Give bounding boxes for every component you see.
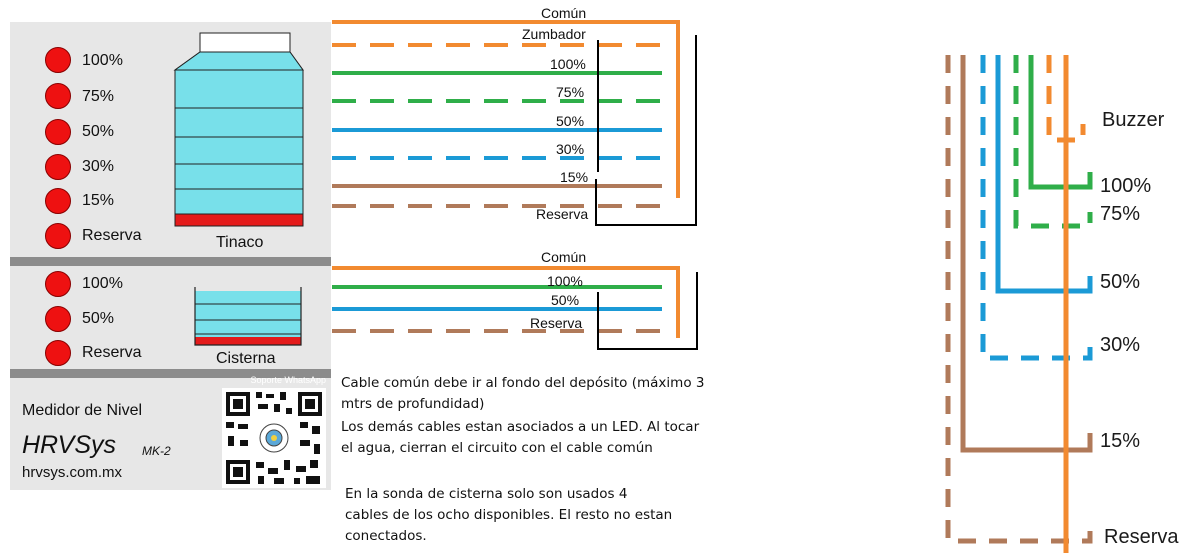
tinaco-level-label: 30% (82, 158, 115, 175)
probe-label: 100% (1100, 175, 1151, 197)
wire-label: Reserva (530, 315, 582, 331)
brand-name: HRVSys (22, 431, 117, 459)
led-indicator (45, 271, 71, 297)
cisterna-label: Cisterna (216, 350, 276, 367)
probe-wire-50 (995, 55, 1093, 294)
led-indicator (45, 306, 71, 332)
tinaco-level-label: 75% (82, 88, 115, 105)
note-common-cable: Cable común debe ir al fondo del depósit… (341, 375, 705, 412)
cisterna-level-label: 100% (82, 275, 123, 292)
tinaco-level-label: Reserva (82, 227, 142, 244)
panel-separator (10, 369, 331, 378)
wire-label: Común (541, 249, 586, 265)
website-label: hrvsys.com.mx (22, 464, 123, 481)
led-indicator (45, 47, 71, 73)
probe-wire-30 (980, 55, 1093, 361)
wire-label: 30% (556, 141, 584, 157)
probe-label: Reserva (1104, 526, 1179, 548)
cisterna-level-label: 50% (82, 310, 115, 327)
probe-wire-75 (1013, 55, 1093, 229)
panel-separator (10, 257, 331, 266)
led-indicator (45, 83, 71, 109)
probe-wire-reserva (945, 55, 1093, 544)
tinaco-level-label: 15% (82, 192, 115, 209)
common-wire (332, 20, 680, 198)
wire-label: Reserva (536, 206, 588, 222)
support-label: Soporte WhatsApp (250, 375, 326, 385)
probe-label: 15% (1100, 430, 1140, 452)
probe-label: 75% (1100, 203, 1140, 225)
common-wire (332, 266, 680, 338)
wire-label: 50% (556, 113, 584, 129)
led-indicator (45, 119, 71, 145)
cisterna-level-label: Reserva (82, 344, 142, 361)
note-led-cables: Los demás cables estan asociados a un LE… (341, 419, 700, 456)
tinaco-level-label: 100% (82, 52, 123, 69)
meter-title: Medidor de Nivel (22, 402, 143, 419)
wire-label: Zumbador (522, 26, 586, 42)
probe-wire-100 (1028, 55, 1093, 190)
note-cisterna: En la sonda de cisterna solo son usados … (345, 486, 673, 544)
probe-wire-15 (960, 55, 1093, 453)
wire-label: 100% (550, 56, 586, 72)
wire-label: Común (541, 5, 586, 21)
tinaco-label: Tinaco (216, 234, 264, 251)
probe-label: 30% (1100, 334, 1140, 356)
wire-label: 50% (551, 292, 579, 308)
tinaco-level-label: 50% (82, 123, 115, 140)
model-label: MK-2 (142, 444, 171, 458)
led-indicator (45, 188, 71, 214)
probe-label: 50% (1100, 271, 1140, 293)
led-indicator (45, 154, 71, 180)
wire-label: 75% (556, 84, 584, 100)
wire-label: 100% (547, 273, 583, 289)
wire-label: 15% (560, 169, 588, 185)
led-indicator (45, 223, 71, 249)
led-indicator (45, 340, 71, 366)
probe-label: Buzzer (1102, 109, 1165, 131)
